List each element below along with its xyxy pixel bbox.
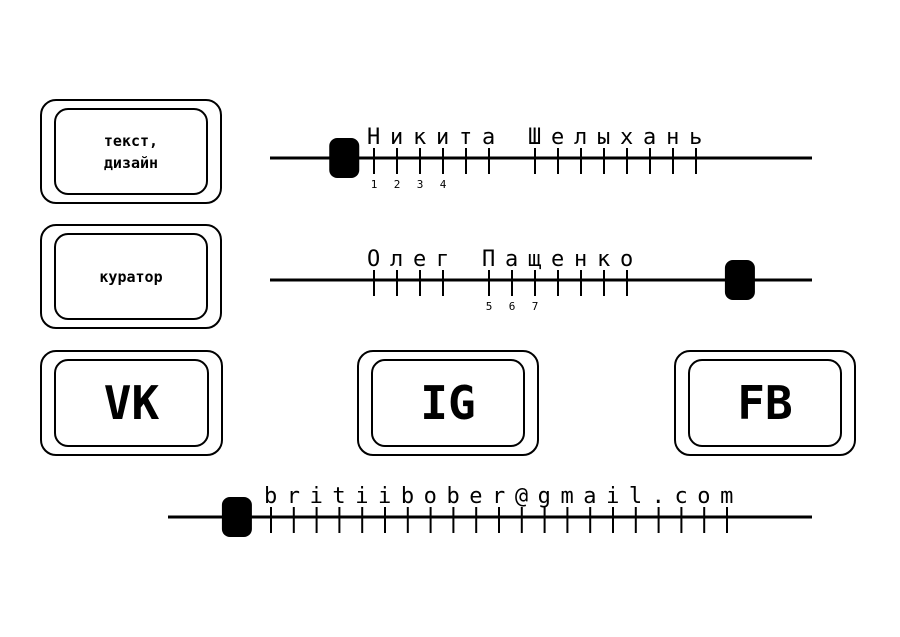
text-design-button[interactable]: текст, дизайн (40, 99, 222, 204)
slider-knob[interactable] (329, 138, 360, 178)
slider-knob[interactable] (221, 497, 252, 537)
slider-2[interactable]: 5 6 7 (270, 260, 812, 313)
text-design-label: текст, дизайн (54, 108, 208, 195)
slider-1[interactable]: 1 2 3 4 (270, 138, 812, 191)
curator-button[interactable]: куратор (40, 224, 222, 329)
tick-number: 1 (371, 178, 378, 191)
slider-1-label: Никита Шелыхань (367, 125, 713, 150)
ig-button[interactable]: IG (357, 350, 539, 456)
tick-number: 4 (440, 178, 447, 191)
slider-knob[interactable] (724, 260, 755, 300)
tick-number: 7 (532, 300, 539, 313)
slider-3[interactable] (168, 497, 812, 537)
tick-number: 6 (509, 300, 516, 313)
fb-button[interactable]: FB (674, 350, 856, 456)
slider-2-label: Олег Пащенко (367, 247, 644, 272)
vk-label: VK (54, 359, 209, 447)
fb-label: FB (688, 359, 842, 447)
tick-number: 3 (417, 178, 424, 191)
slider-3-label: britiibober@gmail.com (264, 484, 743, 509)
tick-number: 2 (394, 178, 401, 191)
vk-button[interactable]: VK (40, 350, 223, 456)
curator-label: куратор (54, 233, 208, 320)
ig-label: IG (371, 359, 525, 447)
tick-number: 5 (486, 300, 493, 313)
